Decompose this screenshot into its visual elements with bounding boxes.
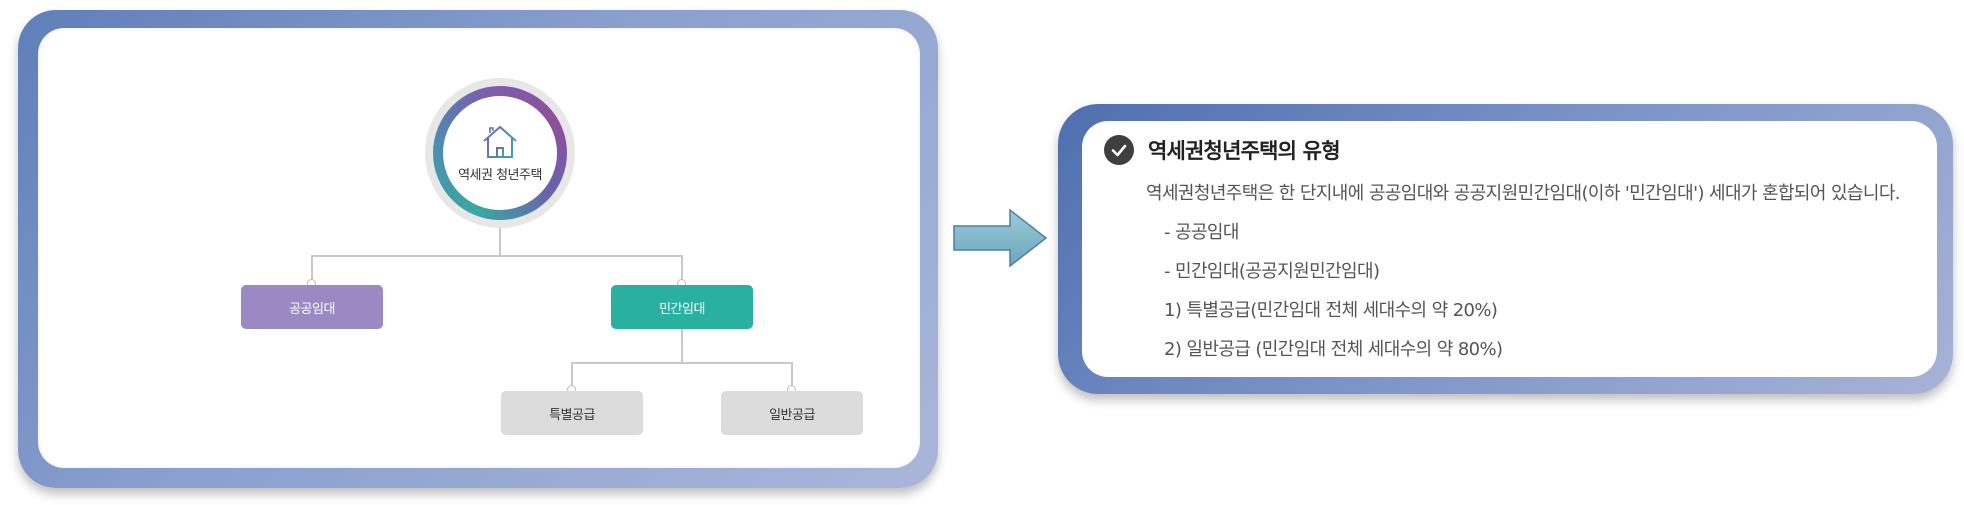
right-arrow-icon [953,208,1048,268]
connector [571,362,793,364]
info-item-special: 1) 특별공급(민간임대 전체 세대수의 약 20%) [1164,300,1498,321]
info-panel: 역세권청년주택의 유형 역세권청년주택은 한 단지내에 공공임대와 공공지원민간… [1082,121,1937,377]
connector [499,228,501,256]
connector [571,362,573,391]
connector [681,329,683,363]
node-private-rental: 민간임대 [611,285,753,329]
info-item-private: - 민간임대(공공지원민간임대) [1164,261,1380,282]
diagram-frame: 역세권 청년주택 공공임대 민간임대 특별공급 일반공급 [18,10,938,488]
check-circle-icon [1104,135,1134,165]
info-item-public: - 공공임대 [1164,222,1239,243]
root-node: 역세권 청년주택 [425,78,575,228]
info-frame: 역세권청년주택의 유형 역세권청년주택은 한 단지내에 공공임대와 공공지원민간… [1058,104,1953,394]
root-label: 역세권 청년주택 [458,167,542,183]
node-special-supply: 특별공급 [501,391,643,435]
connector [311,255,313,285]
info-item-general: 2) 일반공급 (민간임대 전체 세대수의 약 80%) [1164,339,1503,360]
root-ring: 역세권 청년주택 [433,86,567,220]
node-public-rental: 공공임대 [241,285,383,329]
connector [681,255,683,285]
info-title: 역세권청년주택의 유형 [1148,139,1341,163]
diagram-panel: 역세권 청년주택 공공임대 민간임대 특별공급 일반공급 [38,28,920,468]
node-general-supply: 일반공급 [721,391,863,435]
info-header: 역세권청년주택의 유형 [1104,135,1341,165]
house-icon [483,125,517,158]
connector [311,255,683,257]
root-core: 역세권 청년주택 [443,96,557,210]
info-description: 역세권청년주택은 한 단지내에 공공임대와 공공지원민간임대(이하 '민간임대'… [1146,183,1901,204]
connector [791,362,793,391]
